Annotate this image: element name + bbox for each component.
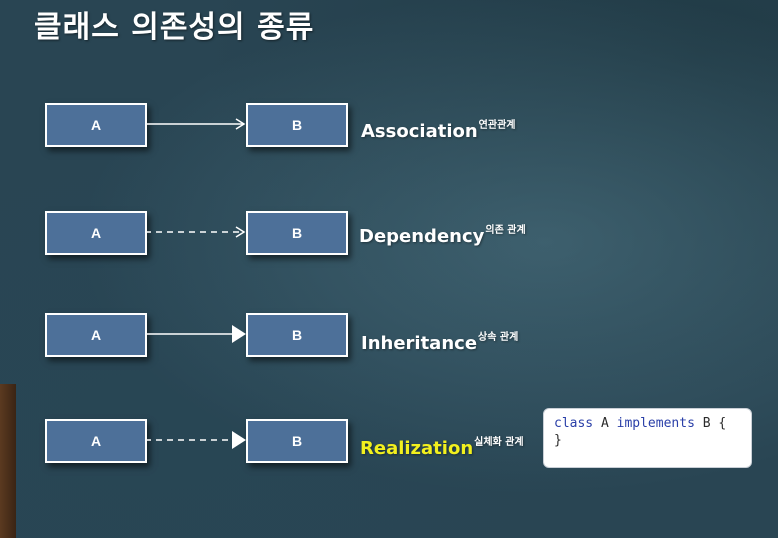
dependency-korean: 의존 관계 xyxy=(485,225,526,236)
class-box-a-inheritance: A xyxy=(45,313,147,357)
class-box-a-association: A xyxy=(45,103,147,147)
inheritance-arrow xyxy=(145,325,246,343)
code-class-name: A xyxy=(600,416,609,431)
code-open-brace: { xyxy=(718,416,727,431)
code-keyword-class: class xyxy=(554,416,594,431)
class-box-b-realization: B xyxy=(246,419,348,463)
slide-title: 클래스 의존성의 종류 xyxy=(34,10,315,45)
left-edge-strip xyxy=(0,384,16,538)
code-keyword-implements: implements xyxy=(616,416,695,431)
association-name: Association xyxy=(361,121,478,142)
inheritance-label: Inheritance상속 관계 xyxy=(361,328,518,354)
code-line-2: } xyxy=(554,432,741,449)
dependency-name: Dependency xyxy=(359,226,485,247)
inheritance-korean: 상속 관계 xyxy=(478,332,519,343)
dependency-arrow xyxy=(145,226,246,238)
realization-korean: 실체화 관계 xyxy=(474,437,524,448)
class-box-a-realization: A xyxy=(45,419,147,463)
class-box-b-inheritance: B xyxy=(246,313,348,357)
association-korean: 연관관계 xyxy=(478,120,516,131)
realization-label: Realization실체화 관계 xyxy=(360,433,524,459)
association-arrow xyxy=(145,118,246,130)
association-label: Association연관관계 xyxy=(361,116,515,142)
realization-name: Realization xyxy=(360,438,474,459)
code-close-brace: } xyxy=(554,433,562,448)
class-box-b-dependency: B xyxy=(246,211,348,255)
inheritance-name: Inheritance xyxy=(361,333,478,354)
realization-arrow xyxy=(145,431,246,449)
code-line-1: class A implements B { xyxy=(554,415,741,432)
code-interface-name: B xyxy=(702,416,711,431)
class-box-b-association: B xyxy=(246,103,348,147)
class-box-a-dependency: A xyxy=(45,211,147,255)
code-snippet: class A implements B { } xyxy=(543,408,752,468)
dependency-label: Dependency의존 관계 xyxy=(359,221,526,247)
